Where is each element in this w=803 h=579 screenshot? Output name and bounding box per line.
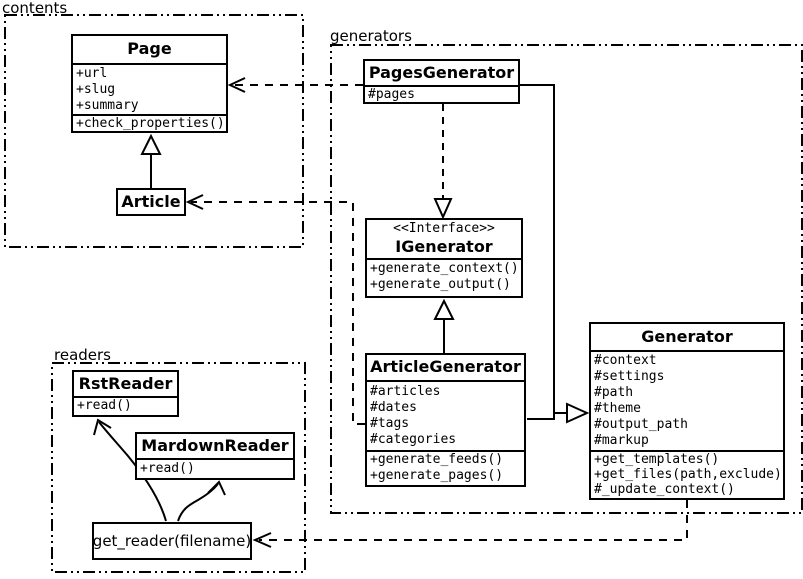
class-pagesgenerator: PagesGenerator #pages: [363, 59, 520, 104]
class-articlegenerator-attributes: #articles #dates #tags #categories: [367, 382, 524, 452]
class-mardownreader-methods: +read(): [137, 460, 293, 478]
attribute: +summary: [76, 98, 139, 113]
class-page-attributes: +url +slug +summary: [73, 65, 226, 116]
class-article: Article: [116, 188, 186, 216]
method: +generate_feeds(): [370, 452, 504, 467]
method: +read(): [140, 461, 195, 476]
attribute: #dates: [370, 400, 417, 415]
attribute: #tags: [370, 416, 410, 431]
inheritance-triangle-generator: [566, 402, 590, 424]
attribute: #path: [594, 385, 634, 400]
dependency-arrowhead-getreader: [252, 532, 272, 548]
class-article-title: Article: [121, 192, 181, 211]
class-page-title: Page: [73, 36, 226, 65]
dependency-arrowhead-page: [227, 77, 246, 93]
package-readers-label: readers: [54, 346, 111, 364]
attribute: #pages: [368, 87, 415, 102]
dependency-arrowhead-article: [185, 194, 204, 210]
class-mardownreader-title: MardownReader: [137, 434, 293, 460]
class-igenerator-title: <<Interface>> IGenerator: [367, 220, 521, 260]
class-generator-methods: +get_templates() +get_files(path,exclude…: [591, 452, 783, 498]
method: +get_files(path,exclude): [594, 467, 782, 482]
package-contents-border: [4, 14, 304, 248]
method: +check_properties(): [76, 116, 225, 131]
class-pagesgenerator-attributes: #pages: [365, 87, 518, 102]
package-readers-border: [51, 362, 306, 573]
class-rstreader-methods: +read(): [74, 398, 177, 415]
method: +get_templates(): [594, 452, 720, 467]
method: +generate_output(): [370, 277, 511, 292]
inheritance-triangle-igenerator: [433, 298, 455, 320]
inheritance-line-articlegenerator-generator: [527, 413, 555, 420]
call-arrowhead-mardownreader: [207, 480, 226, 496]
class-generator-title: Generator: [591, 324, 783, 352]
package-generators-label: generators: [330, 27, 412, 45]
attribute: +url: [76, 66, 108, 81]
class-generator-attributes: #context #settings #path #theme #output_…: [591, 352, 783, 452]
class-pagesgenerator-title: PagesGenerator: [365, 61, 518, 87]
class-igenerator-methods: +generate_context() +generate_output(): [367, 260, 521, 296]
class-page: Page +url +slug +summary +check_properti…: [71, 34, 228, 133]
inheritance-triangle-page: [140, 133, 162, 155]
attribute: #markup: [594, 433, 649, 448]
function-get-reader-label: get_reader(filename): [92, 532, 252, 550]
attribute: #articles: [370, 384, 441, 399]
class-articlegenerator-title: ArticleGenerator: [367, 355, 524, 382]
dependency-line-generator-getreader: [259, 500, 688, 541]
class-articlegenerator-methods: +generate_feeds() +generate_pages(): [367, 452, 524, 485]
method: +read(): [77, 398, 132, 413]
package-contents-label: contents: [2, 0, 68, 17]
dependency-line-articlegenerator-article: [191, 201, 365, 425]
class-igenerator-name: IGenerator: [395, 237, 493, 256]
class-rstreader: RstReader +read(): [72, 370, 179, 417]
method: +generate_context(): [370, 261, 519, 276]
call-curve-getreader-rstreader: [98, 421, 167, 522]
attribute: #output_path: [594, 417, 688, 432]
call-arrowhead-rstreader: [93, 418, 112, 436]
inheritance-line-pagesgenerator-generator: [520, 84, 567, 414]
class-rstreader-title: RstReader: [74, 372, 177, 398]
realization-triangle-igenerator: [433, 198, 453, 220]
method: #_update_context(): [594, 482, 735, 497]
stereotype: <<Interface>>: [393, 221, 495, 236]
attribute: #theme: [594, 401, 641, 416]
class-articlegenerator: ArticleGenerator #articles #dates #tags …: [365, 353, 526, 487]
class-page-methods: +check_properties(): [73, 116, 226, 131]
class-generator: Generator #context #settings #path #them…: [589, 322, 785, 500]
function-get-reader: get_reader(filename): [92, 522, 252, 560]
package-generators-border: [330, 44, 803, 514]
attribute: #categories: [370, 432, 457, 447]
class-igenerator: <<Interface>> IGenerator +generate_conte…: [365, 218, 523, 298]
attribute: #settings: [594, 369, 665, 384]
method: +generate_pages(): [370, 468, 504, 483]
class-mardownreader: MardownReader +read(): [135, 432, 295, 480]
attribute: #context: [594, 353, 657, 368]
attribute: +slug: [76, 82, 116, 97]
